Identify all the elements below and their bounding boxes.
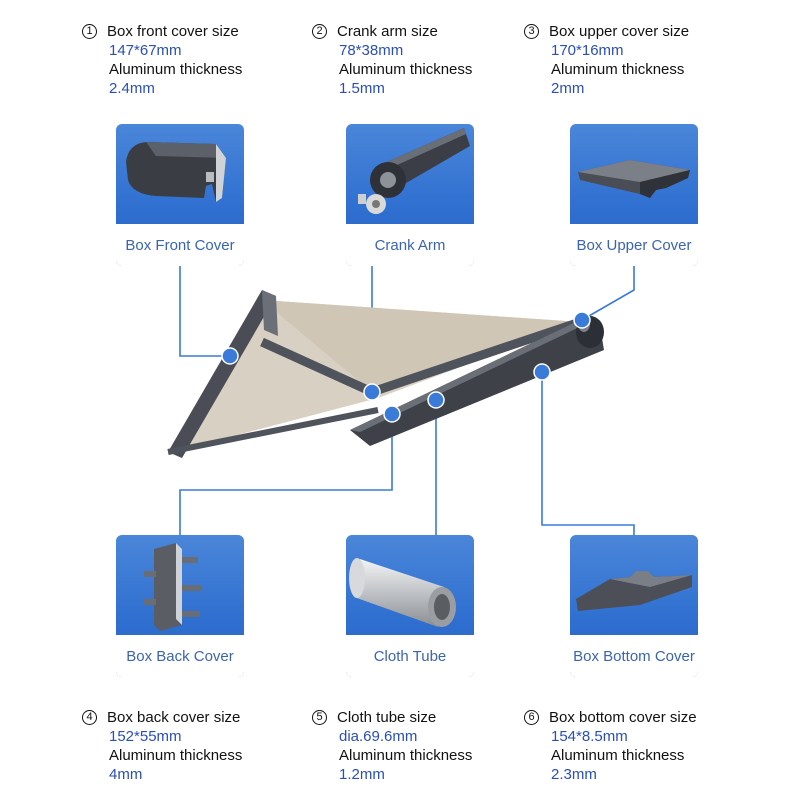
spec-box-front-cover: 1 Box front cover size 147*67mm Aluminum … [82, 22, 242, 98]
card-box-back-cover: Box Back Cover [116, 535, 244, 677]
spec-title: Box front cover size [107, 23, 239, 40]
spec-thickness-value: 1.2mm [339, 766, 385, 783]
card-box-upper-cover: Box Upper Cover [570, 124, 698, 266]
upper-cover-profile-icon [578, 160, 690, 198]
card-box-front-cover: Box Front Cover [116, 124, 244, 266]
spec-thickness-label: Aluminum thickness [109, 747, 243, 764]
spec-dimension: dia.69.6mm [339, 728, 418, 745]
spec-thickness-label: Aluminum thickness [551, 61, 685, 78]
spec-dimension: 170*16mm [551, 42, 624, 59]
card-label: Box Bottom Cover [573, 641, 695, 671]
card-label: Crank Arm [352, 230, 468, 260]
cloth-tube-icon [349, 558, 456, 627]
spec-box-upper-cover: 3 Box upper cover size 170*16mm Aluminum … [524, 22, 689, 98]
spec-dimension: 78*38mm [339, 42, 404, 59]
card-label: Box Back Cover [122, 641, 238, 671]
spec-cloth-tube: 5 Cloth tube size dia.69.6mm Aluminum thi… [312, 708, 472, 784]
card-cloth-tube: Cloth Tube [346, 535, 474, 677]
number-badge: 5 [312, 710, 327, 725]
number-badge: 3 [524, 24, 539, 39]
spec-box-back-cover: 4 Box back cover size 152*55mm Aluminum t… [82, 708, 242, 784]
spec-thickness-value: 2.3mm [551, 766, 597, 783]
spec-title: Box upper cover size [549, 23, 690, 40]
number-badge: 6 [524, 710, 539, 725]
spec-dimension: 147*67mm [109, 42, 182, 59]
spec-dimension: 154*8.5mm [551, 728, 628, 745]
spec-box-bottom-cover: 6 Box bottom cover size 154*8.5mm Aluminu… [524, 708, 697, 784]
spec-thickness-value: 2.4mm [109, 80, 155, 97]
spec-thickness-label: Aluminum thickness [339, 61, 473, 78]
spec-title: Cloth tube size [337, 709, 437, 726]
card-label: Box Upper Cover [576, 230, 692, 260]
number-badge: 2 [312, 24, 327, 39]
bottom-cover-profile-icon [576, 571, 692, 611]
spec-thickness-value: 1.5mm [339, 80, 385, 97]
number-badge: 4 [82, 710, 97, 725]
spec-thickness-label: Aluminum thickness [551, 747, 685, 764]
crank-arm-icon [358, 128, 470, 214]
front-cover-profile-icon [126, 142, 226, 202]
spec-title: Box bottom cover size [549, 709, 697, 726]
spec-crank-arm: 2 Crank arm size 78*38mm Aluminum thickne… [312, 22, 472, 98]
spec-thickness-value: 4mm [109, 766, 143, 783]
card-label: Box Front Cover [122, 230, 238, 260]
number-badge: 1 [82, 24, 97, 39]
spec-title: Box back cover size [107, 709, 241, 726]
card-box-bottom-cover: Box Bottom Cover [570, 535, 698, 677]
spec-thickness-label: Aluminum thickness [339, 747, 473, 764]
spec-thickness-label: Aluminum thickness [109, 61, 243, 78]
spec-thickness-value: 2mm [551, 80, 585, 97]
spec-title: Crank arm size [337, 23, 438, 40]
card-label: Cloth Tube [352, 641, 468, 671]
spec-dimension: 152*55mm [109, 728, 182, 745]
card-crank-arm: Crank Arm [346, 124, 474, 266]
back-cover-profile-icon [144, 543, 202, 631]
